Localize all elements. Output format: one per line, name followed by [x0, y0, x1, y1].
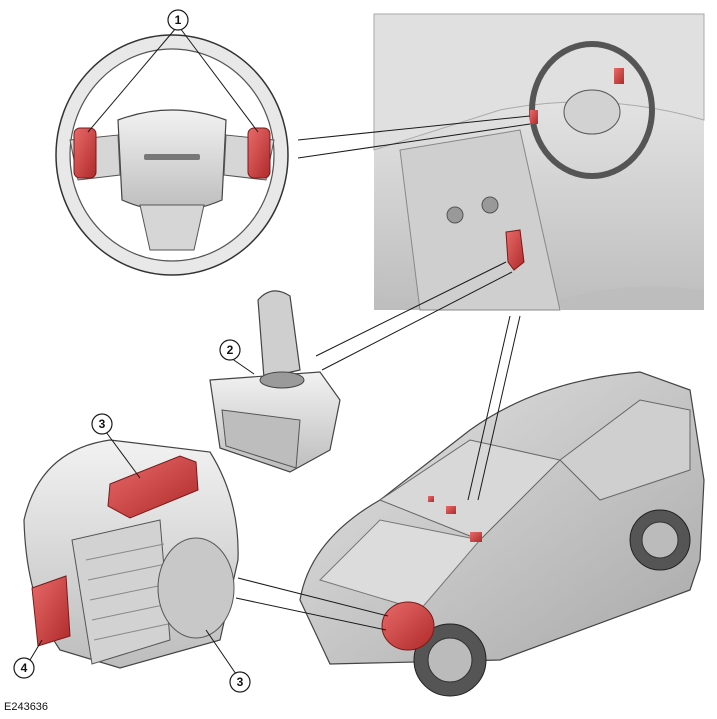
interior-view [373, 13, 705, 311]
wheel-to-interior-leaders [297, 115, 531, 159]
callout-3a: 3 [91, 413, 113, 435]
figure-code: E243636 [4, 701, 48, 713]
callout-1-label: 1 [175, 13, 182, 27]
callout-3b: 3 [229, 671, 251, 693]
vehicle [299, 371, 705, 697]
transmission-top-module [107, 455, 199, 519]
interior-to-vehicle-leaders [467, 315, 521, 501]
transmission-control-module [31, 575, 71, 647]
gear-selector-module [209, 290, 341, 473]
steering-wheel [55, 34, 289, 276]
callout-2: 2 [219, 339, 241, 361]
callout-2-label: 2 [227, 343, 234, 357]
interior-gear-selector [505, 229, 525, 271]
vehicle-transmission-location [381, 601, 435, 651]
callout-3b-label: 3 [237, 675, 244, 689]
selector-to-interior-leaders [315, 261, 513, 371]
callout-1: 1 [167, 9, 189, 31]
callout-3a-label: 3 [99, 417, 106, 431]
left-paddle-shifter [73, 127, 97, 179]
callout-1-leaders [87, 27, 259, 133]
transmission-to-vehicle-leaders [235, 577, 389, 631]
callout-4: 4 [13, 657, 35, 679]
callout-4-label: 4 [21, 661, 28, 675]
right-paddle-shifter [247, 127, 271, 179]
transmission-assembly [23, 439, 239, 669]
